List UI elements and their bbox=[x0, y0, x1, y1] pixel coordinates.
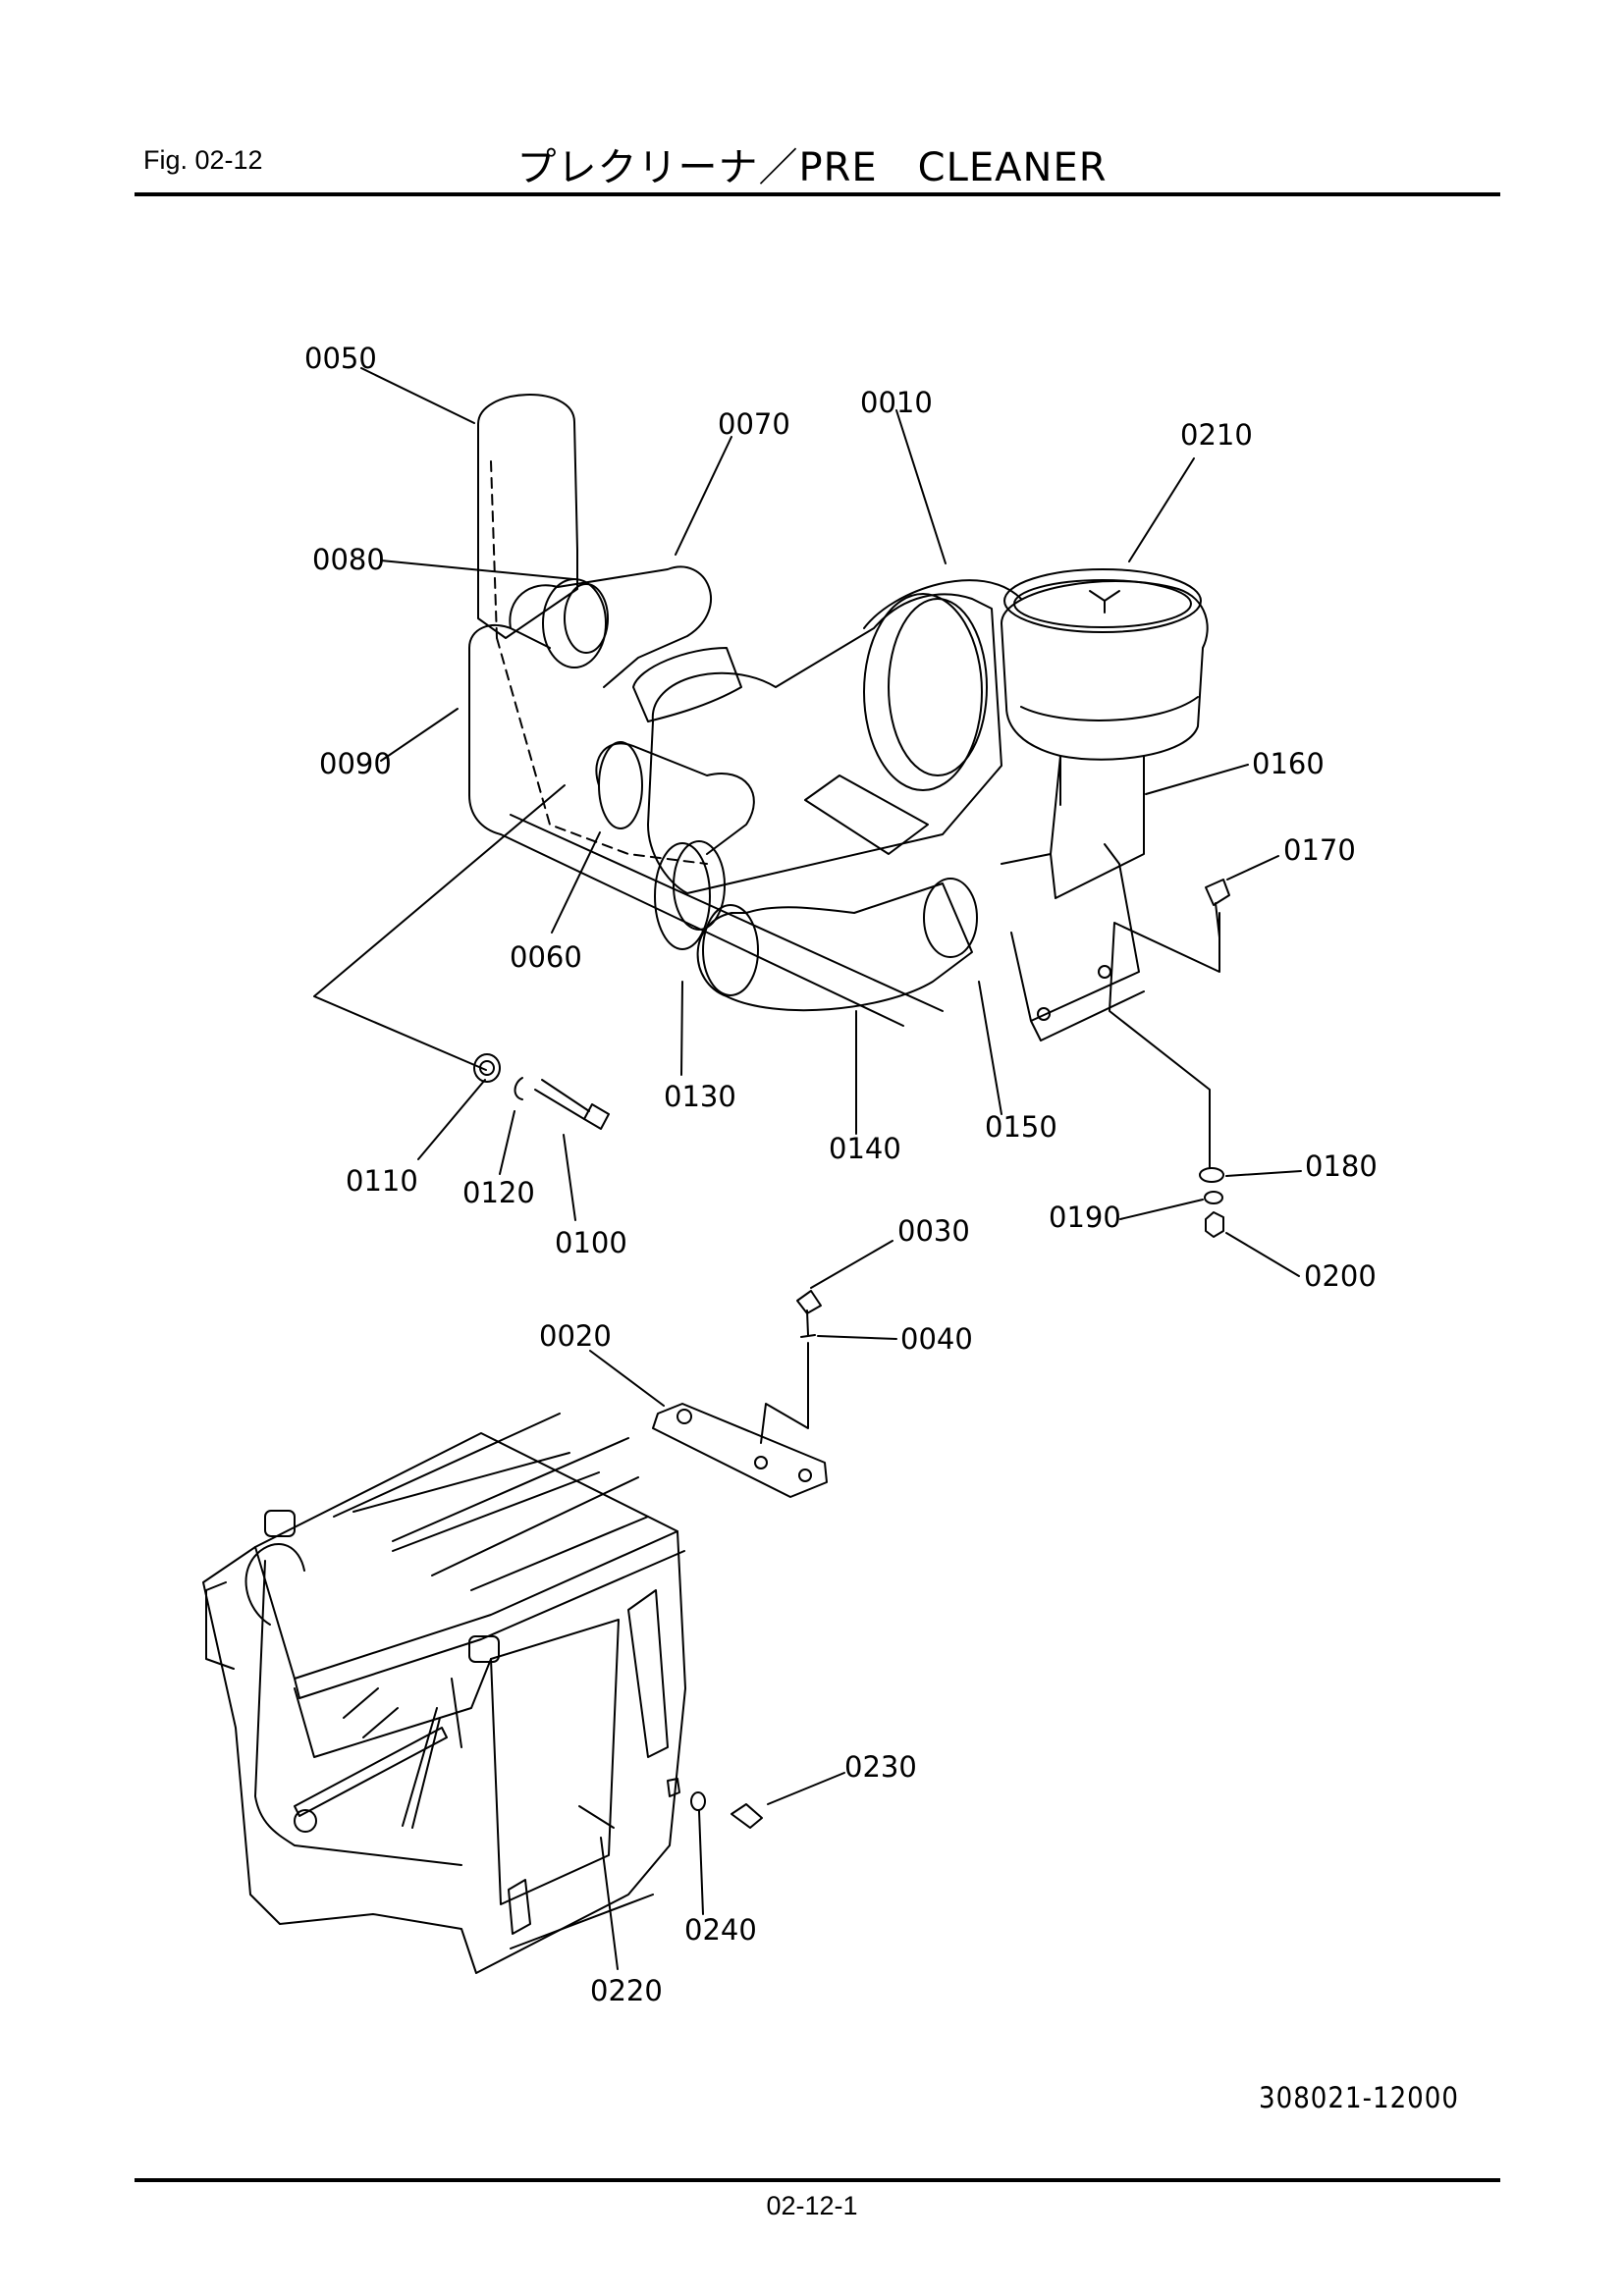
footer-rule bbox=[135, 2178, 1500, 2182]
air-cap bbox=[1001, 568, 1209, 826]
callout-0060: 0060 bbox=[510, 940, 582, 974]
page-number: 02-12-1 bbox=[766, 2191, 858, 2220]
callout-0150: 0150 bbox=[985, 1110, 1057, 1144]
callout-0070: 0070 bbox=[718, 407, 790, 441]
page-title: プレクリーナ／PRE CLEANER bbox=[516, 145, 1108, 190]
callout-0160: 0160 bbox=[1252, 747, 1325, 780]
callout-0210: 0210 bbox=[1180, 418, 1253, 452]
document-number: 308021-12000 bbox=[1259, 2081, 1459, 2114]
pre-cleaner-assembly bbox=[313, 394, 1230, 1238]
callout-0170: 0170 bbox=[1283, 833, 1356, 867]
callout-0100: 0100 bbox=[555, 1226, 627, 1259]
callout-0090: 0090 bbox=[319, 747, 392, 780]
callout-0200: 0200 bbox=[1304, 1259, 1377, 1293]
cab-assembly bbox=[202, 1413, 763, 1974]
callout-0180: 0180 bbox=[1305, 1149, 1378, 1183]
callout-labels: 0050 0010 0070 0210 0080 0090 0160 0170 … bbox=[304, 342, 1378, 2007]
callout-0240: 0240 bbox=[684, 1913, 757, 1947]
callout-0140: 0140 bbox=[829, 1132, 901, 1165]
callout-0040: 0040 bbox=[900, 1322, 973, 1356]
callout-0190: 0190 bbox=[1049, 1201, 1121, 1234]
bracket-0020 bbox=[652, 1290, 828, 1498]
callout-0080: 0080 bbox=[312, 543, 385, 576]
callout-0030: 0030 bbox=[897, 1214, 970, 1248]
leader-lines bbox=[360, 367, 1302, 1970]
callout-0230: 0230 bbox=[844, 1750, 917, 1784]
callout-0020: 0020 bbox=[539, 1319, 612, 1353]
callout-0110: 0110 bbox=[346, 1164, 418, 1198]
figure-number: Fig. 02-12 bbox=[143, 145, 263, 175]
callout-0220: 0220 bbox=[590, 1974, 663, 2007]
callout-0130: 0130 bbox=[664, 1080, 736, 1113]
header-rule bbox=[135, 192, 1500, 196]
callout-0010: 0010 bbox=[860, 386, 933, 419]
callout-0120: 0120 bbox=[462, 1176, 535, 1209]
callout-0050: 0050 bbox=[304, 342, 377, 375]
